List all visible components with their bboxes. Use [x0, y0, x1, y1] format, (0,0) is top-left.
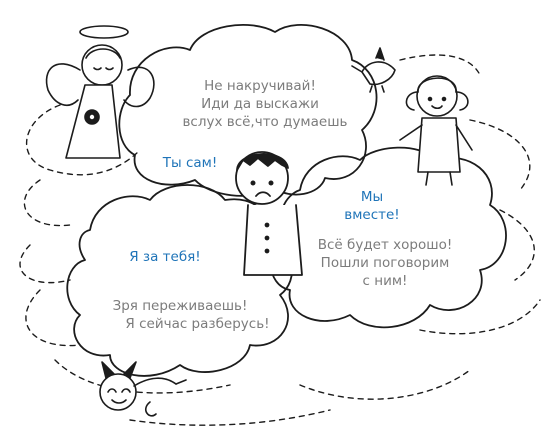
left-speech-cloud: [66, 184, 293, 377]
right-bubble-line-1: Всё будет хорошо!: [317, 237, 453, 253]
right-bubble-accent-2: вместе!: [344, 207, 400, 223]
left-bubble-line-2: Я сейчас разберусь!: [125, 316, 270, 332]
top-bubble-line-3: вслух всё,что думаешь: [182, 114, 348, 130]
devil-icon: [99, 361, 187, 417]
bird-icon: [351, 47, 396, 93]
top-bubble-line-1: Не накручивай!: [204, 78, 316, 94]
angel-icon: [45, 25, 155, 159]
top-bubble-line-2: Иди да выскажи: [201, 96, 319, 112]
left-bubble-line-1: Зря переживаешь!: [112, 298, 248, 314]
sad-boy-icon: [235, 151, 303, 276]
right-bubble-line-2: Пошли поговорим: [320, 255, 450, 271]
top-bubble-accent: Ты сам!: [162, 155, 218, 171]
right-bubble-line-3: с ним!: [362, 273, 408, 289]
right-speech-cloud: [269, 146, 507, 329]
right-bubble-accent-1: Мы: [360, 189, 384, 205]
girl-icon: [399, 75, 473, 186]
top-speech-cloud: [118, 23, 378, 197]
left-bubble-accent: Я за тебя!: [129, 249, 201, 265]
